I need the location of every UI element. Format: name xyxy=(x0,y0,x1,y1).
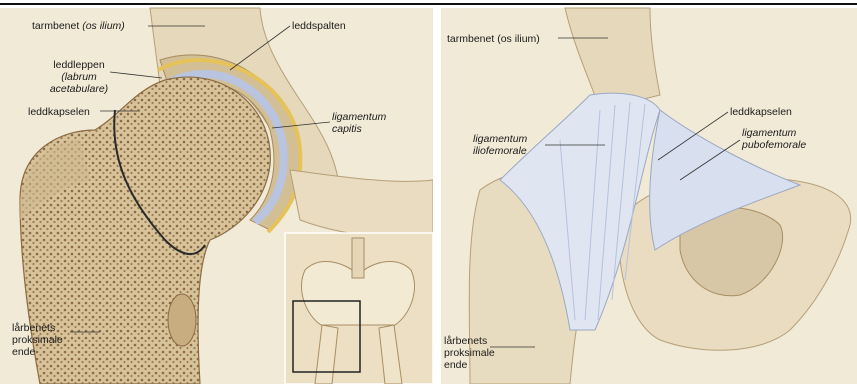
label-ligamentum-pubofemorale: ligamentum pubofemorale xyxy=(742,127,806,151)
label-lardbenets-left-2: proksimale xyxy=(12,334,63,346)
inset-spine xyxy=(352,238,364,278)
label-tarmbenet-text: tarmbenet xyxy=(32,20,82,32)
label-lardbenets-right-1: lårbenets xyxy=(444,335,495,347)
label-tarmbenet-left: tarmbenet (os ilium) xyxy=(32,20,125,32)
label-ligamentum-capitis: ligamentum capitis xyxy=(332,111,386,135)
label-leddkapselen-right: leddkapselen xyxy=(730,106,792,118)
label-lardbenets-right-2: proksimale xyxy=(444,347,495,359)
label-leddspalten: leddspalten xyxy=(292,20,346,32)
label-lardbenets-left: lårbenets proksimale ende xyxy=(12,322,63,358)
label-labrum-line1: (labrum xyxy=(48,71,110,83)
label-lardbenets-left-3: ende xyxy=(12,346,63,358)
label-lardbenets-right-3: ende xyxy=(444,359,495,371)
lesser-trochanter xyxy=(168,294,196,346)
label-tarmbenet-right: tarmbenet (os ilium) xyxy=(447,33,540,45)
label-leddkapselen-left: leddkapselen xyxy=(28,106,90,118)
label-lardbenets-left-1: lårbenets xyxy=(12,322,63,334)
right-panel-art xyxy=(441,8,857,384)
label-labrum-line2: acetabulare) xyxy=(48,83,110,95)
label-ligamentum-iliofemorale: ligamentum iliofemorale xyxy=(473,133,527,157)
label-leddleppen: leddleppen xyxy=(48,59,110,71)
label-os-ilium-text: (os ilium) xyxy=(82,20,125,32)
label-lardbenets-right: lårbenets proksimale ende xyxy=(444,335,495,371)
label-ligamentum-line: ligamentum xyxy=(332,111,386,123)
label-pubofemorale-line2: pubofemorale xyxy=(742,139,806,151)
label-iliofemorale-line1: ligamentum xyxy=(473,133,527,145)
label-capitis-line: capitis xyxy=(332,123,386,135)
label-pubofemorale-line1: ligamentum xyxy=(742,127,806,139)
label-iliofemorale-line2: iliofemorale xyxy=(473,145,527,157)
pelvis-inset xyxy=(285,233,433,384)
label-leddleppen-group: leddleppen (labrum acetabulare) xyxy=(48,59,110,95)
panel-gap xyxy=(433,8,441,384)
